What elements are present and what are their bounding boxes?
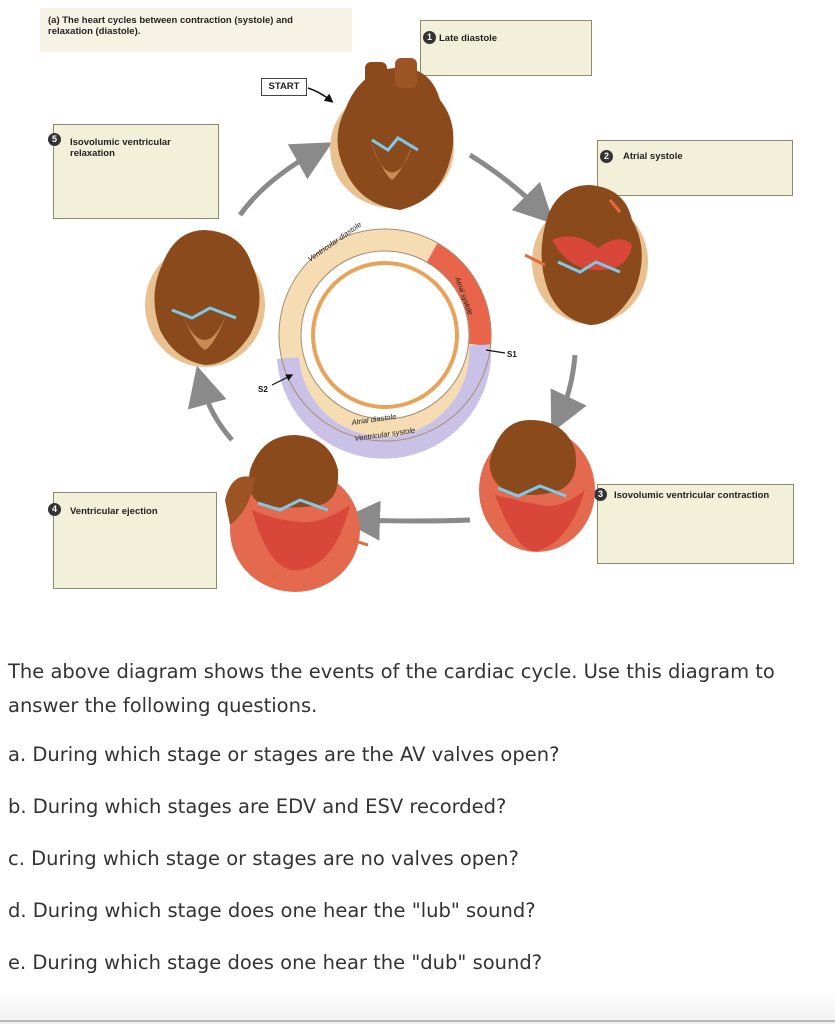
- phase-ring: [277, 228, 492, 459]
- heart-atrial-systole-image: [524, 185, 648, 325]
- intro-paragraph: The above diagram shows the events of th…: [8, 660, 775, 717]
- question-a: a. During which stage or stages are the …: [8, 743, 560, 766]
- heart-ventricular-ejection-image: [225, 435, 369, 592]
- s2-pointer: [271, 374, 294, 386]
- stage-box-isovolumic-relaxation: [53, 124, 219, 219]
- heart-late-diastole-image: [330, 58, 454, 211]
- question-section: The above diagram shows the events of th…: [8, 655, 828, 974]
- cycle-arrow-4-to-5: [187, 365, 234, 442]
- heart-isovolumic-relaxation-image: [145, 230, 265, 367]
- stage-label-isovolumic-relaxation: Isovolumic ventricular relaxation: [70, 137, 171, 159]
- stage-box-atrial-systole: [597, 140, 793, 196]
- cycle-arrow-5-to-1: [237, 142, 333, 217]
- stage-number-3: 3: [594, 488, 607, 501]
- stage-number-4: 4: [48, 503, 61, 516]
- s1-label: S1: [507, 350, 517, 359]
- cardiac-cycle-diagram: (a) The heart cycles between contraction…: [40, 8, 794, 592]
- stage-label-atrial-systole: Atrial systole: [623, 151, 683, 162]
- cycle-graphics: Ventricular diastole Atrial systole Atri…: [145, 58, 648, 592]
- start-label: START: [261, 78, 307, 96]
- diagram-caption: (a) The heart cycles between contraction…: [48, 15, 293, 37]
- stage-label-isovolumic-contraction: Isovolumic ventricular contraction: [614, 490, 770, 501]
- heart-isovolumic-contraction-image: [479, 420, 595, 552]
- stage-number-5: 5: [48, 133, 61, 146]
- start-arrow: [307, 87, 334, 103]
- cycle-arrow-2-to-3: [550, 354, 587, 434]
- cycle-arrow-1-to-2: [468, 152, 555, 225]
- s2-label: S2: [258, 385, 268, 394]
- bottom-fade: [0, 990, 835, 1024]
- stage-number-2: 2: [600, 150, 613, 163]
- caption-box: [40, 8, 352, 52]
- cycle-arrow-3-to-4: [340, 500, 471, 541]
- bottom-divider: [0, 1020, 835, 1022]
- stage-box-late-diastole: [420, 20, 592, 76]
- stage-label-ventricular-ejection: Ventricular ejection: [70, 506, 158, 517]
- stage-box-isovolumic-contraction: [597, 484, 794, 564]
- stage-box-ventricular-ejection: [53, 492, 217, 589]
- question-e: e. During which stage does one hear the …: [8, 951, 543, 974]
- question-b: b. During which stages are EDV and ESV r…: [8, 795, 507, 818]
- question-c: c. During which stage or stages are no v…: [8, 847, 519, 870]
- stage-label-late-diastole: Late diastole: [439, 33, 498, 44]
- question-d: d. During which stage does one hear the …: [8, 899, 536, 922]
- s1-pointer: [485, 349, 506, 354]
- stage-number-1: 1: [423, 31, 436, 44]
